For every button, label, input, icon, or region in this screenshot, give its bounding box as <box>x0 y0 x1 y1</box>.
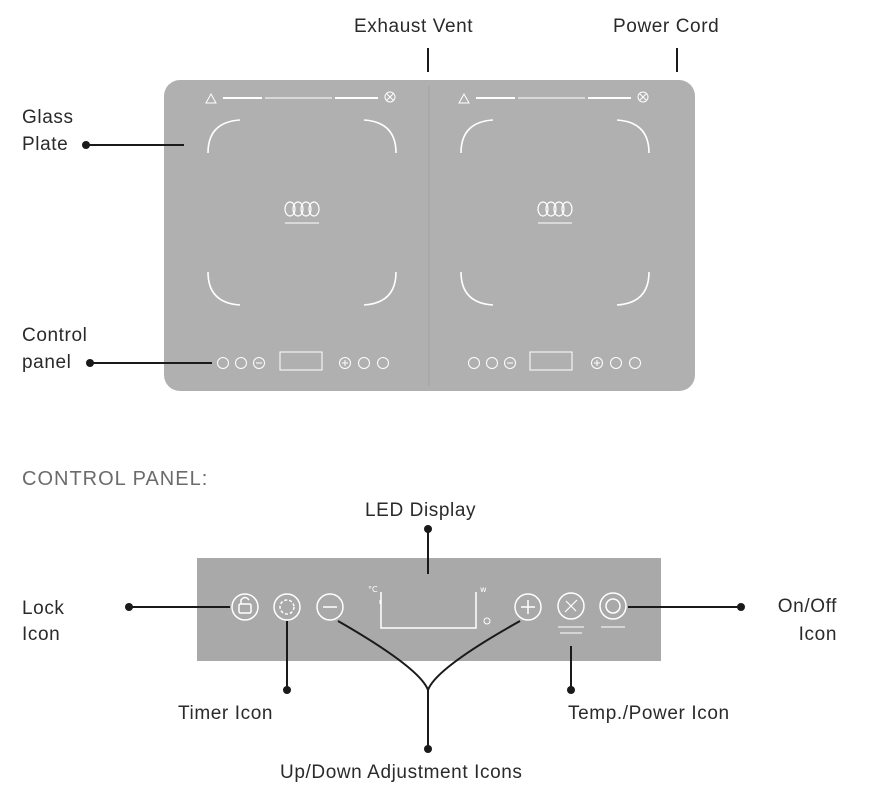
power-cord-label: Power Cord <box>613 16 720 37</box>
power-icon <box>599 592 627 628</box>
led-display: °C w <box>368 585 491 629</box>
lock-icon <box>217 357 229 369</box>
warning-strip-right <box>458 91 649 104</box>
control-panel-label-line2: panel <box>22 352 72 373</box>
no-touch-icon <box>384 91 396 103</box>
svg-text:°C: °C <box>368 585 378 594</box>
cooking-zone-left <box>207 119 397 306</box>
temp-power-icon <box>610 357 622 369</box>
cooktop <box>164 80 695 391</box>
power-icon <box>377 357 389 369</box>
plus-icon <box>339 357 351 369</box>
temp-power-icon <box>557 592 585 634</box>
temp-power-icon <box>358 357 370 369</box>
glass-plate-label-line1: Glass <box>22 107 74 128</box>
svg-text:w: w <box>480 585 487 594</box>
on-off-icon-label-line1: On/Off <box>777 596 837 617</box>
plus-icon <box>591 357 603 369</box>
on-off-icon-label-line2: Icon <box>798 624 837 645</box>
minus-icon <box>253 357 265 369</box>
minus-icon <box>504 357 516 369</box>
glass-plate-label-line2: Plate <box>22 134 69 155</box>
lock-icon <box>468 357 480 369</box>
lock-icon-label-line1: Lock <box>22 598 65 619</box>
led-display <box>279 351 323 371</box>
warning-triangle-icon <box>458 92 470 104</box>
temp-power-icon-label: Temp./Power Icon <box>568 703 730 724</box>
section-title: CONTROL PANEL: <box>22 468 209 490</box>
up-down-leader <box>337 620 521 749</box>
timer-icon <box>273 593 301 621</box>
led-display <box>529 351 573 371</box>
control-strip-left <box>217 351 389 371</box>
exhaust-vent-label: Exhaust Vent <box>354 16 474 37</box>
timer-icon <box>235 357 247 369</box>
induction-coil-icon-right <box>537 201 573 224</box>
control-strip-right <box>468 351 641 371</box>
minus-icon <box>316 593 344 621</box>
cooking-zone-right <box>460 119 650 306</box>
induction-coil-icon-left <box>284 201 320 224</box>
control-panel-label-line1: Control <box>22 325 88 346</box>
control-panel-detail: °C w <box>197 558 661 661</box>
lock-icon-label-line2: Icon <box>22 624 61 645</box>
plus-icon <box>514 593 542 621</box>
lock-icon <box>231 593 259 621</box>
warning-strip-left <box>205 91 396 104</box>
led-display-label: LED Display <box>365 500 477 521</box>
warning-triangle-icon <box>205 92 217 104</box>
timer-icon <box>486 357 498 369</box>
no-touch-icon <box>637 91 649 103</box>
power-icon <box>629 357 641 369</box>
timer-icon-label: Timer Icon <box>178 703 274 724</box>
up-down-adjustment-label: Up/Down Adjustment Icons <box>280 762 523 783</box>
